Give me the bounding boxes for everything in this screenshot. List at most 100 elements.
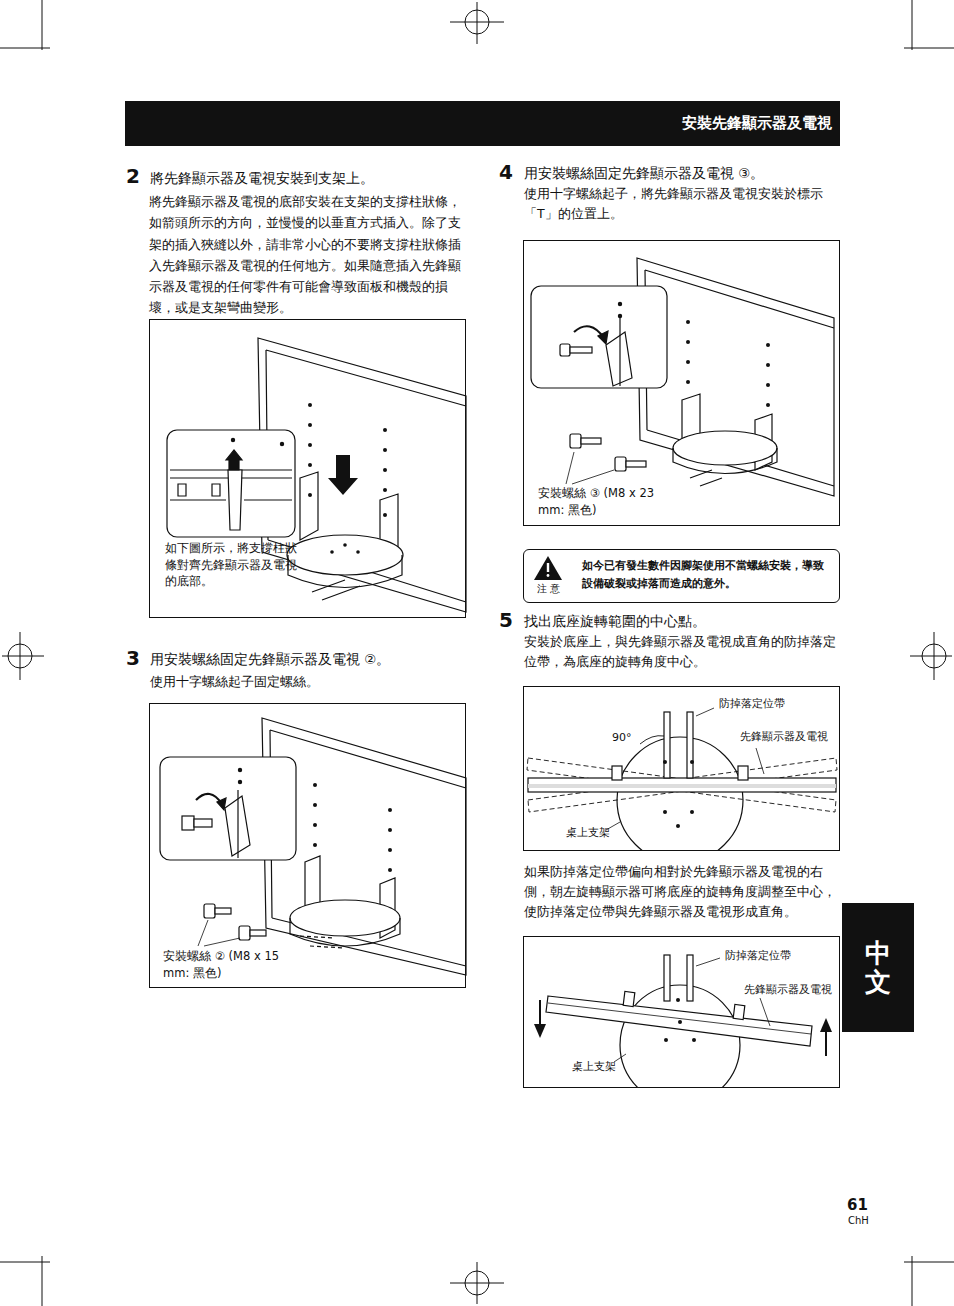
mount-dots <box>388 848 392 852</box>
stand-top-view <box>687 955 693 1001</box>
figure-box: 安裝螺絲 ③ (M8 x 23 mm: 黑色) <box>523 240 840 526</box>
detail-inset <box>167 430 295 537</box>
language-label: 中文 <box>865 939 891 996</box>
tv-illustration <box>288 555 402 588</box>
mount-dots <box>690 810 694 814</box>
mount-dots <box>308 423 312 427</box>
mount-dots <box>388 868 392 872</box>
crop-mark <box>0 48 50 49</box>
stand-top-view <box>664 712 670 778</box>
stand-top-view <box>620 985 740 1087</box>
part-label: 防掉落定位帶 <box>719 697 785 711</box>
stand-top-view <box>528 758 837 812</box>
detail-inset <box>560 344 570 356</box>
part-label: 防掉落定位帶 <box>725 949 791 963</box>
caution-box: 注 意如今已有發生數件因腳架使用不當螺絲安裝，導致設備破裂或掉落而造成的意外。 <box>523 549 840 603</box>
warning-icon <box>547 574 550 577</box>
step-heading: 找出底座旋轉範圍的中心點。 <box>524 612 840 631</box>
crop-mark <box>477 1262 478 1304</box>
mount-dots <box>356 550 360 554</box>
warning-icon <box>547 563 549 572</box>
stand-top-view <box>738 766 748 780</box>
stand-top-view <box>527 758 837 812</box>
detail-inset <box>237 790 238 858</box>
body-text: 如果防掉落定位帶偏向相對於先鋒顯示器及電視的右側，朝左旋轉顯示器可將底座的旋轉角… <box>524 862 840 922</box>
screw-symbol <box>570 434 646 471</box>
tv-illustration <box>673 431 777 465</box>
leader-line <box>614 958 770 1062</box>
mount-dots <box>686 320 690 324</box>
header-band <box>125 101 840 146</box>
stand-top-view <box>733 1004 745 1019</box>
warning-icon <box>534 556 562 580</box>
mount-dots <box>343 543 347 547</box>
mount-dots <box>388 808 392 812</box>
mount-dots <box>676 998 680 1002</box>
stand-top-view <box>528 784 836 788</box>
tv-illustration <box>290 900 400 936</box>
insert-arrow <box>328 455 358 495</box>
screw-symbol <box>215 908 231 914</box>
figure-box: 防掉落定位帶90°先鋒顯示器及電視桌上支架 <box>523 686 840 851</box>
detail-inset <box>182 816 194 830</box>
stand-top-view <box>640 736 664 744</box>
crop-mark <box>20 632 21 680</box>
mount-dots <box>686 360 690 364</box>
detail-inset <box>226 450 242 470</box>
stand-top-view <box>612 766 622 780</box>
leader-line <box>760 998 770 1026</box>
leader-line <box>572 470 614 484</box>
tv-illustration <box>300 472 318 540</box>
screw-symbol <box>250 930 266 936</box>
tv-illustration <box>270 730 466 966</box>
page-number: 61 <box>847 1196 868 1214</box>
mount-dots <box>766 363 770 367</box>
body-text: 使用十字螺絲起子固定螺絲。 <box>150 673 460 692</box>
screw-symbol <box>626 461 646 467</box>
crop-mark <box>904 1262 954 1263</box>
stand-top-view <box>664 955 670 1001</box>
detail-inset <box>531 286 667 388</box>
screw-symbol <box>570 434 581 448</box>
mount-dots <box>308 403 387 554</box>
detail-inset <box>231 438 234 441</box>
leader-line <box>756 748 764 774</box>
detail-inset <box>167 430 295 537</box>
warning-icon <box>534 556 562 580</box>
mount-dots <box>313 823 317 827</box>
leader-line <box>204 938 240 946</box>
tv-illustration <box>690 470 722 486</box>
mount-dots <box>690 760 694 764</box>
detail-inset <box>598 331 608 344</box>
leader-line <box>198 920 240 946</box>
part-label: 先鋒顯示器及電視 <box>744 983 832 997</box>
detail-inset <box>618 302 621 305</box>
screw-symbol <box>204 904 266 940</box>
mount-dots <box>686 340 690 344</box>
step-heading: 用安裝螺絲固定先鋒顯示器及電視 ③。 <box>524 164 840 183</box>
detail-inset <box>238 768 241 771</box>
part-callout: 安裝螺絲 ③ (M8 x 23 mm: 黑色) <box>538 485 660 518</box>
header-title: 安裝先鋒顯示器及電視 <box>682 114 832 132</box>
crop-mark <box>0 1262 50 1263</box>
leader-line <box>606 708 764 830</box>
mount-dots <box>383 488 387 492</box>
mount-dots <box>383 428 387 432</box>
screw-symbol <box>581 438 601 444</box>
stand-top-view <box>546 996 812 1046</box>
step-heading: 用安裝螺絲固定先鋒顯示器及電視 ②。 <box>150 650 460 669</box>
part-label: 桌上支架 <box>572 1060 616 1074</box>
language-tab: 中文 <box>842 903 914 1032</box>
angle-label: 90° <box>612 731 632 745</box>
figure-note: 如下圖所示，將支撐柱狀條對齊先鋒顯示器及電視的底部。 <box>165 540 299 590</box>
rotation-arrow <box>534 1024 546 1038</box>
mount-dots <box>663 760 694 828</box>
mount-dots <box>678 1020 682 1024</box>
leader-line <box>566 452 574 484</box>
body-text: 使用十字螺絲起子，將先鋒顯示器及電視安裝於標示「T」的位置上。 <box>524 184 840 224</box>
mount-dots <box>692 1038 696 1042</box>
tv-illustration <box>673 448 777 474</box>
mount-dots <box>313 803 317 807</box>
